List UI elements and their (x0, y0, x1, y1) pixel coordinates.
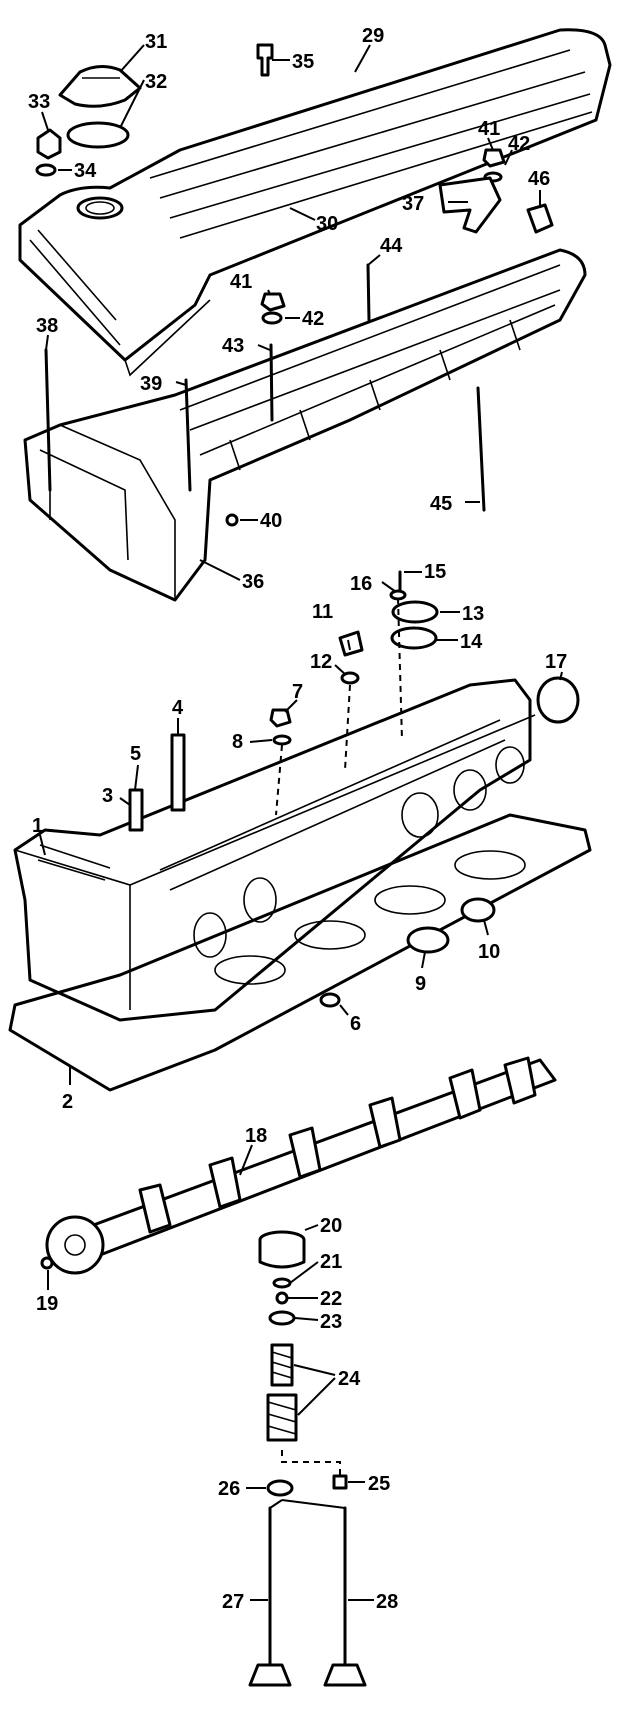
label-23: 23 (320, 1311, 342, 1333)
leader-lines (39, 44, 563, 1601)
label-40: 40 (260, 510, 282, 532)
shim-21 (272, 1277, 292, 1289)
label-39: 39 (140, 373, 162, 395)
label-11: 11 (312, 601, 333, 623)
valve-guide-4 (170, 733, 186, 812)
label-25: 25 (368, 1473, 390, 1495)
upper-nut (482, 148, 506, 168)
label-16: 16 (350, 573, 372, 595)
label-5: 5 (130, 743, 141, 765)
label-31: 31 (145, 31, 167, 53)
valve-seat-9 (406, 926, 450, 954)
label-22: 22 (320, 1288, 342, 1310)
stud-43 (269, 343, 274, 422)
label-42-mid: 42 (302, 308, 324, 330)
label-41-mid: 41 (230, 271, 252, 293)
label-15: 15 (424, 561, 446, 583)
label-43: 43 (222, 335, 244, 357)
rod-45 (476, 386, 486, 512)
stud-44 (366, 263, 371, 322)
label-35: 35 (292, 51, 314, 73)
cover-bolt (256, 43, 274, 77)
retainer-23 (268, 1310, 296, 1326)
label-36: 36 (242, 571, 264, 593)
label-27: 27 (222, 1591, 244, 1613)
cover-nut (36, 128, 62, 160)
gasket-14 (390, 626, 438, 650)
label-13: 13 (462, 603, 484, 625)
stud-39 (184, 378, 192, 492)
label-46: 46 (528, 168, 550, 190)
label-30: 30 (316, 213, 338, 235)
callout-labels: 31 32 33 34 35 29 30 41 42 46 37 44 41 4… (28, 25, 567, 1613)
label-34: 34 (74, 160, 97, 182)
washer-12 (340, 671, 360, 685)
label-4: 4 (172, 697, 184, 719)
label-28: 28 (376, 1591, 398, 1613)
cylinder-head (13, 678, 536, 1022)
pin-19 (40, 1256, 54, 1270)
label-3: 3 (102, 785, 113, 807)
label-24: 24 (338, 1368, 361, 1390)
label-44: 44 (380, 235, 403, 257)
label-38: 38 (36, 315, 58, 337)
label-12: 12 (310, 651, 332, 673)
mid-washer (261, 311, 283, 325)
cover-plate-13 (391, 600, 439, 624)
cover-washer (35, 163, 57, 177)
oil-filler-cap (58, 65, 142, 108)
label-8: 8 (232, 731, 243, 753)
clip (526, 203, 554, 234)
spring-seat-26 (266, 1479, 294, 1497)
label-17: 17 (545, 651, 567, 673)
label-29: 29 (362, 25, 384, 47)
camshaft-housing (23, 248, 587, 602)
label-32: 32 (145, 71, 167, 93)
plug-17 (536, 676, 580, 724)
exploded-link (281, 1450, 341, 1475)
label-2: 2 (62, 1091, 73, 1113)
label-37: 37 (402, 193, 424, 215)
plug-40 (225, 513, 239, 527)
nut-7 (269, 708, 292, 728)
label-45: 45 (430, 493, 452, 515)
label-10: 10 (478, 941, 500, 963)
oil-cap-gasket (66, 121, 130, 149)
label-19: 19 (36, 1293, 58, 1315)
label-14: 14 (460, 631, 483, 653)
label-21: 21 (320, 1251, 342, 1273)
cap-11 (338, 630, 364, 657)
label-18: 18 (245, 1125, 267, 1147)
bracket (438, 176, 502, 234)
label-7: 7 (292, 681, 303, 703)
washer-8 (272, 734, 292, 746)
valve-guide-3 (128, 788, 144, 832)
valve-springs (266, 1343, 298, 1442)
valve-28 (323, 1506, 367, 1687)
head-gasket (8, 813, 592, 1092)
bucket-tappet (258, 1230, 306, 1269)
keeper-22 (275, 1291, 289, 1305)
valve-cover (18, 28, 612, 377)
stud-38 (44, 348, 52, 492)
label-20: 20 (320, 1215, 342, 1237)
label-6: 6 (350, 1013, 361, 1035)
washer-16 (389, 589, 407, 601)
label-33: 33 (28, 91, 50, 113)
seal-6 (319, 992, 341, 1008)
mid-nut (260, 292, 286, 312)
seal-25 (332, 1474, 348, 1490)
valve-27 (248, 1506, 292, 1687)
label-26: 26 (218, 1478, 240, 1500)
label-41-top: 41 (478, 118, 500, 140)
valve-seat-10 (460, 897, 496, 923)
label-1: 1 (32, 815, 43, 837)
label-42-top: 42 (508, 133, 530, 155)
label-9: 9 (415, 973, 426, 995)
camshaft (45, 1056, 557, 1275)
